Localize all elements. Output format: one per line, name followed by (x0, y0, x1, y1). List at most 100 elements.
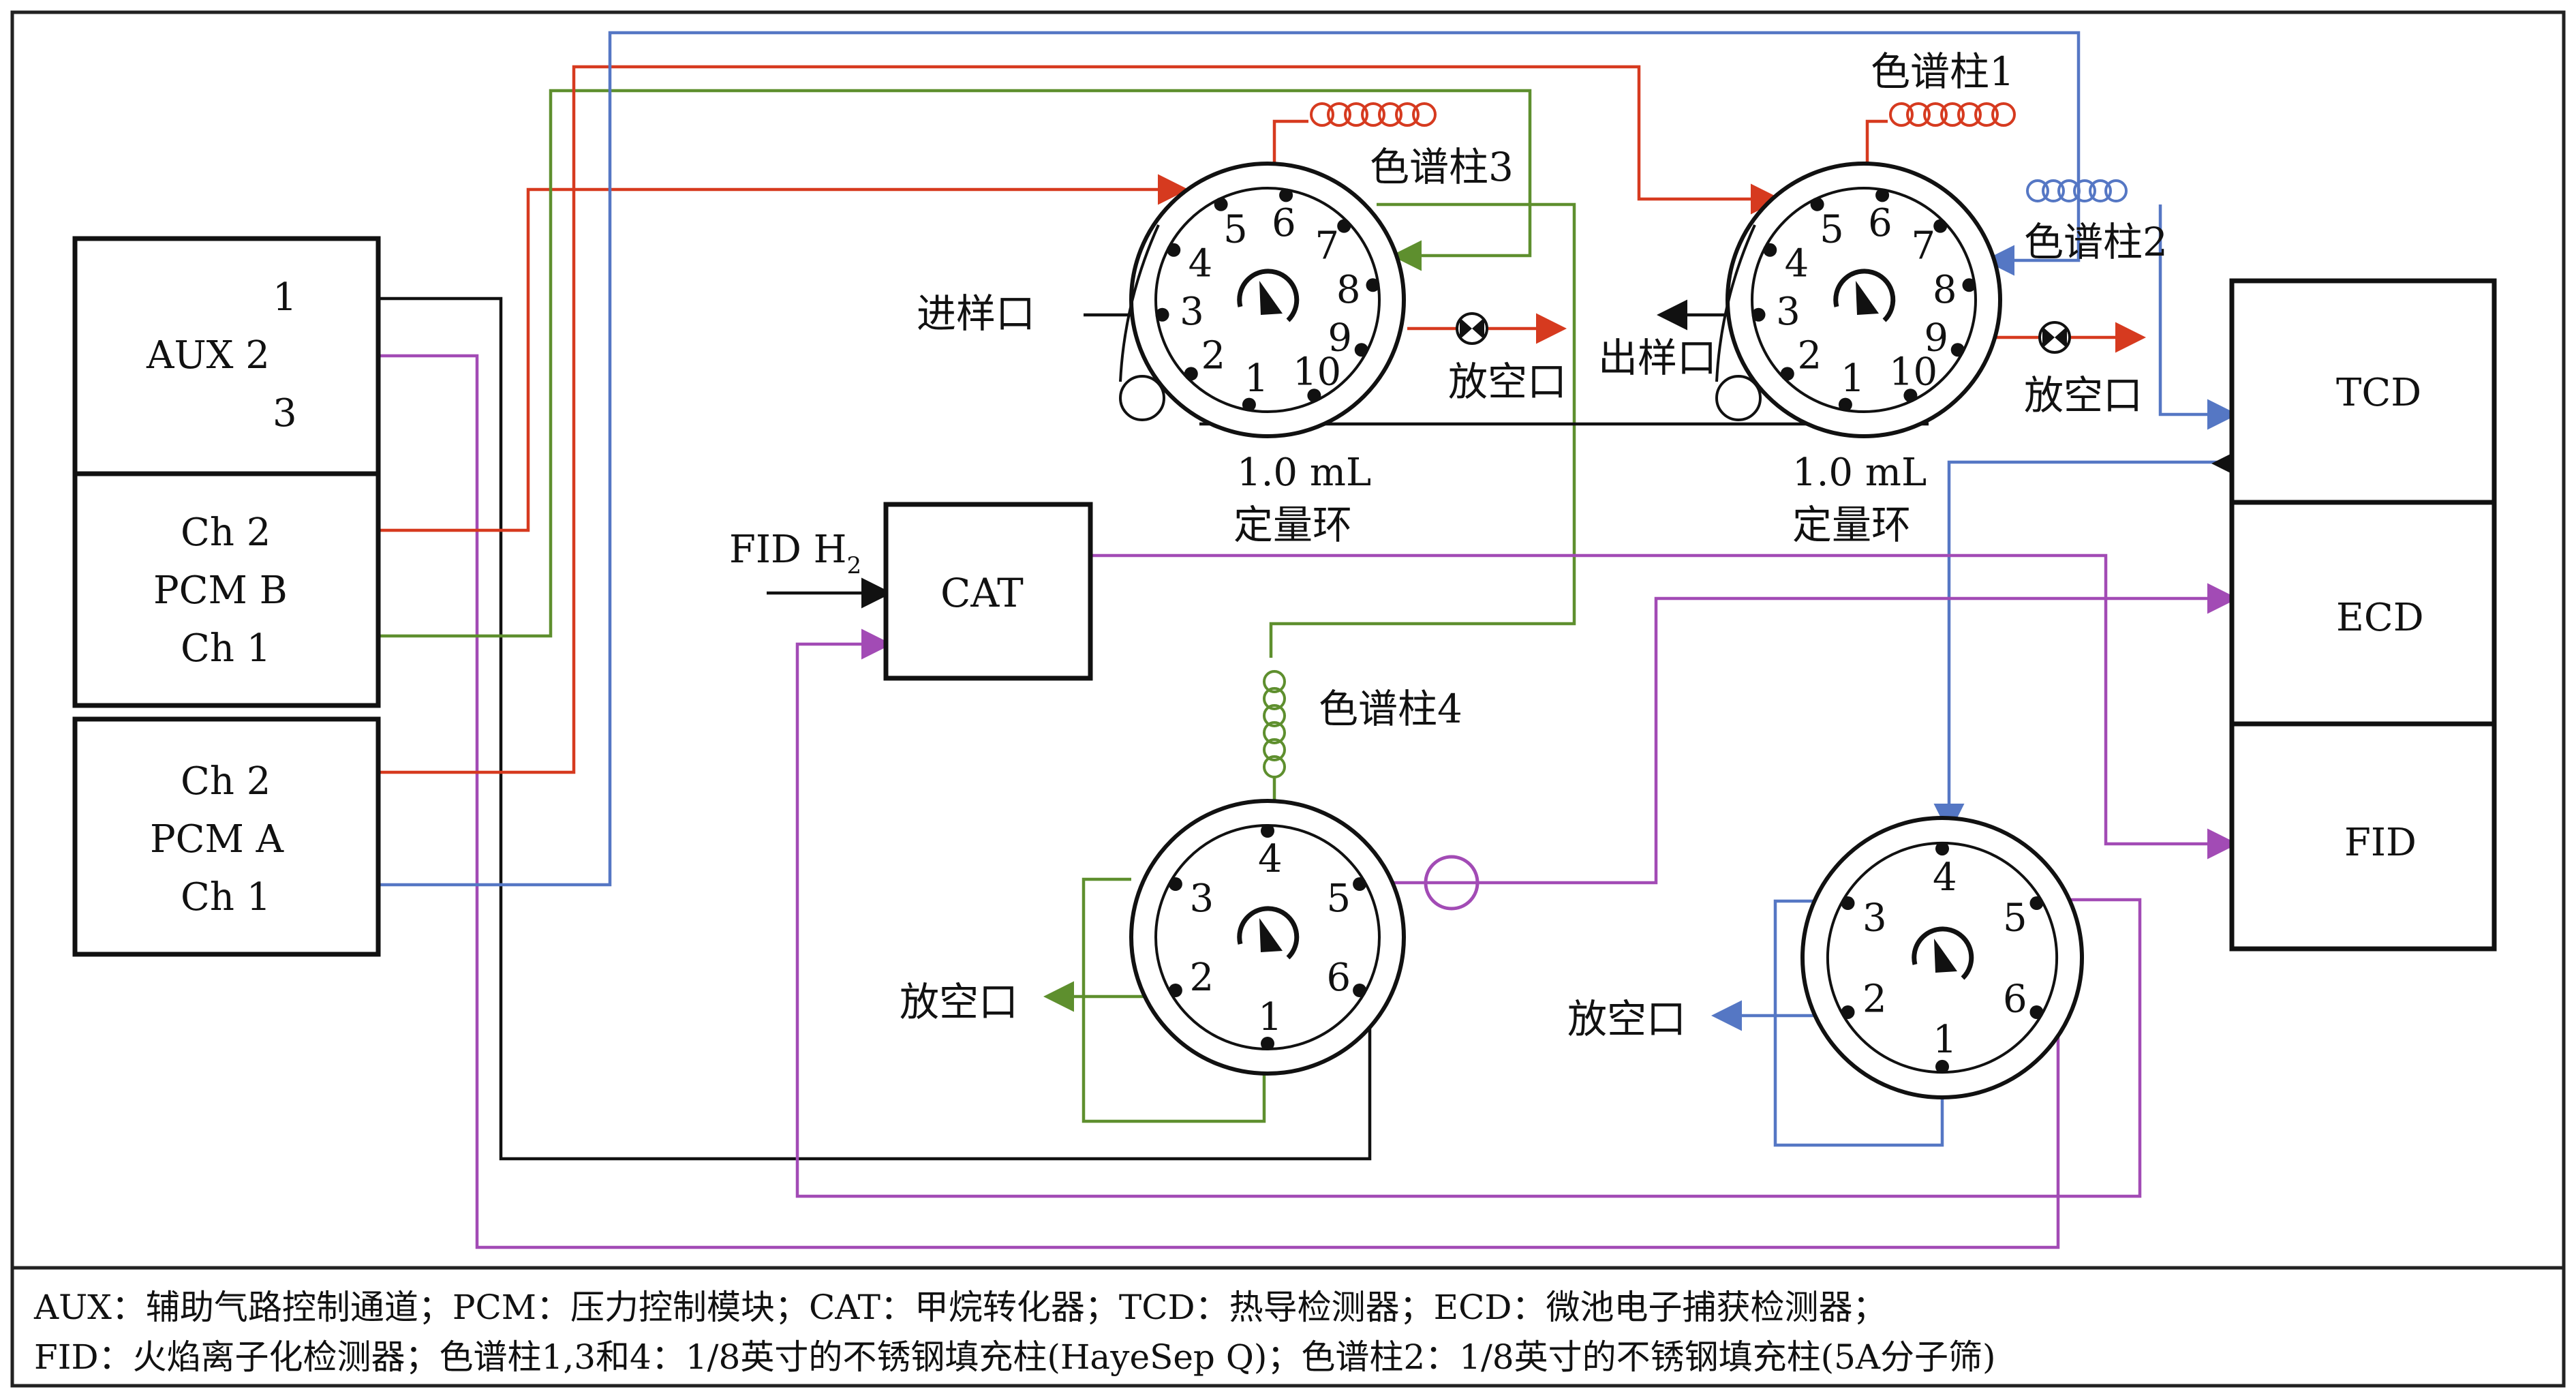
pcm-a-box: Ch 2 PCM A Ch 1 (72, 716, 381, 957)
ecd-box: ECD (2229, 500, 2497, 727)
valve-2-port-dot (1780, 367, 1794, 381)
footer-line-1: AUX：辅助气路控制通道；PCM：压力控制模块；CAT：甲烷转化器；TCD：热导… (33, 1288, 1886, 1327)
vent-valve-symbol-1 (1456, 312, 1488, 345)
valve-3-port-label: 4 (1258, 837, 1283, 881)
aux-line1: 1 (273, 275, 297, 320)
valve-4-port-dot (2029, 1005, 2044, 1019)
column-4-coil (1263, 670, 1286, 778)
fid-label: FID (2344, 821, 2417, 865)
column-1-coil (1889, 102, 2016, 127)
valve-1-port-dot (1307, 389, 1321, 403)
valve-3-port-dot (1168, 877, 1182, 891)
footer-line-2: FID：火焰离子化检测器；色谱柱1,3和4：1/8英寸的不锈钢填充柱(HayeS… (34, 1337, 1996, 1377)
aux-box: 1 AUX 2 3 (72, 236, 381, 476)
valve-1-port-label: 9 (1328, 316, 1352, 360)
column-3-label: 色谱柱3 (1370, 144, 1514, 190)
valve-3-port-dot (1353, 984, 1367, 997)
valve-4-rotor-icon (1912, 926, 1974, 980)
loop2-name: 定量环 (1792, 502, 1911, 548)
valve-2-port-label: 9 (1924, 316, 1948, 360)
valve-3-port-label: 5 (1326, 877, 1351, 921)
valve-2-port-label: 5 (1820, 208, 1844, 252)
column-2-coil (2026, 179, 2128, 202)
column-3-coil (1310, 102, 1437, 127)
outer-frame (10, 10, 2566, 1388)
valve-2-rotor-icon (1833, 269, 1896, 322)
valve-1-port-dot (1366, 278, 1380, 292)
valve-2-port-dot (1875, 188, 1890, 202)
valve-2-port-label: 8 (1933, 268, 1957, 312)
valve-4-port-label: 4 (1933, 855, 1957, 900)
valve-2-port-dot (1838, 397, 1852, 412)
valve-4-port-dot (1841, 896, 1855, 911)
valve-1-port-label: 3 (1180, 290, 1204, 334)
valve-1-port-label: 2 (1201, 334, 1226, 378)
aux-line2: AUX 2 (146, 333, 270, 378)
valve-3-port-label: 6 (1326, 956, 1351, 1000)
valve-3-port-label: 2 (1190, 956, 1214, 1000)
valve4-loop (1773, 899, 1944, 1147)
column-2-label: 色谱柱2 (2024, 219, 2168, 265)
valve-1-port-dot (1242, 397, 1256, 412)
valve-2-port-dot (1962, 278, 1976, 292)
outlet-label: 出样口 (1598, 335, 1717, 381)
line-col2-tcd (2158, 204, 2238, 430)
valve-3-port-label: 1 (1258, 995, 1283, 1039)
restrictor-circle (1424, 855, 1479, 911)
tcd-label: TCD (2336, 371, 2421, 415)
pcm-b-line2: PCM B (153, 568, 288, 613)
valve-1-loop-coil (1119, 375, 1165, 421)
valve-1-rotor-icon (1237, 269, 1300, 322)
valve-2-port-label: 6 (1868, 201, 1892, 245)
valve-2-loop-line (1715, 224, 1756, 382)
pcm-b-line3: Ch 1 (181, 626, 271, 671)
valve-1-port-label: 5 (1223, 208, 1248, 252)
valve-1-port-dot (1184, 367, 1198, 381)
valve-1-port-label: 4 (1189, 242, 1213, 286)
valve-4-port-label: 1 (1933, 1018, 1957, 1062)
line-tcd-v4 (1933, 460, 2232, 834)
vent-label-2: 放空口 (2024, 372, 2143, 419)
valve-4-port-dot (1935, 842, 1949, 856)
pcm-a-line2: PCM A (150, 817, 284, 862)
vent-label-1: 放空口 (1448, 359, 1567, 405)
valve-2-port-dot (1763, 243, 1777, 257)
valve-1-port-dot (1214, 197, 1228, 211)
valve-1-port-label: 1 (1244, 356, 1269, 401)
line-v1-col4 (1269, 202, 1576, 658)
pcm-a-line1: Ch 2 (181, 759, 271, 804)
valve-1-port-dot (1337, 219, 1351, 233)
pcm-b-line1: Ch 2 (181, 511, 271, 555)
vent-label-4: 放空口 (1567, 996, 1686, 1042)
line-pcmb-ch2 (378, 174, 1189, 532)
column-1-leads (1865, 119, 1888, 165)
valve3-loop (1082, 877, 1266, 1123)
valve-2-port-dot (1933, 219, 1948, 233)
valve-2-port-label: 10 (1889, 350, 1937, 394)
line-pcma-ch1 (378, 31, 2081, 887)
valve-4-port-label: 6 (2003, 977, 2027, 1021)
valve-2-port-label: 3 (1776, 290, 1800, 334)
valve-3-port-dot (1261, 1037, 1274, 1050)
valve-4-port-label: 2 (1862, 977, 1887, 1021)
valve-1-port-label: 6 (1272, 201, 1296, 245)
vent-valve-symbol-2 (2038, 321, 2071, 354)
valve-2-loop-coil (1715, 375, 1762, 421)
valve-4-port-label: 5 (2003, 896, 2027, 941)
fid-h2-label: FID H2 (729, 528, 861, 579)
valve-3-port-dot (1353, 877, 1367, 891)
valve-2-port-label: 2 (1798, 334, 1822, 378)
loop2-volume: 1.0 mL (1792, 451, 1927, 495)
valve-1-port-dot (1354, 343, 1368, 357)
valve-4-port-dot (1935, 1059, 1949, 1074)
aux-line3: 3 (273, 391, 297, 436)
inlet-label: 进样口 (917, 290, 1035, 337)
column-3-leads (1272, 119, 1308, 165)
line-aux1 (378, 297, 1372, 1161)
line-cat-fid (1090, 553, 2238, 860)
column-4-label: 色谱柱4 (1319, 686, 1462, 732)
valve-2-port-label: 1 (1841, 356, 1865, 401)
